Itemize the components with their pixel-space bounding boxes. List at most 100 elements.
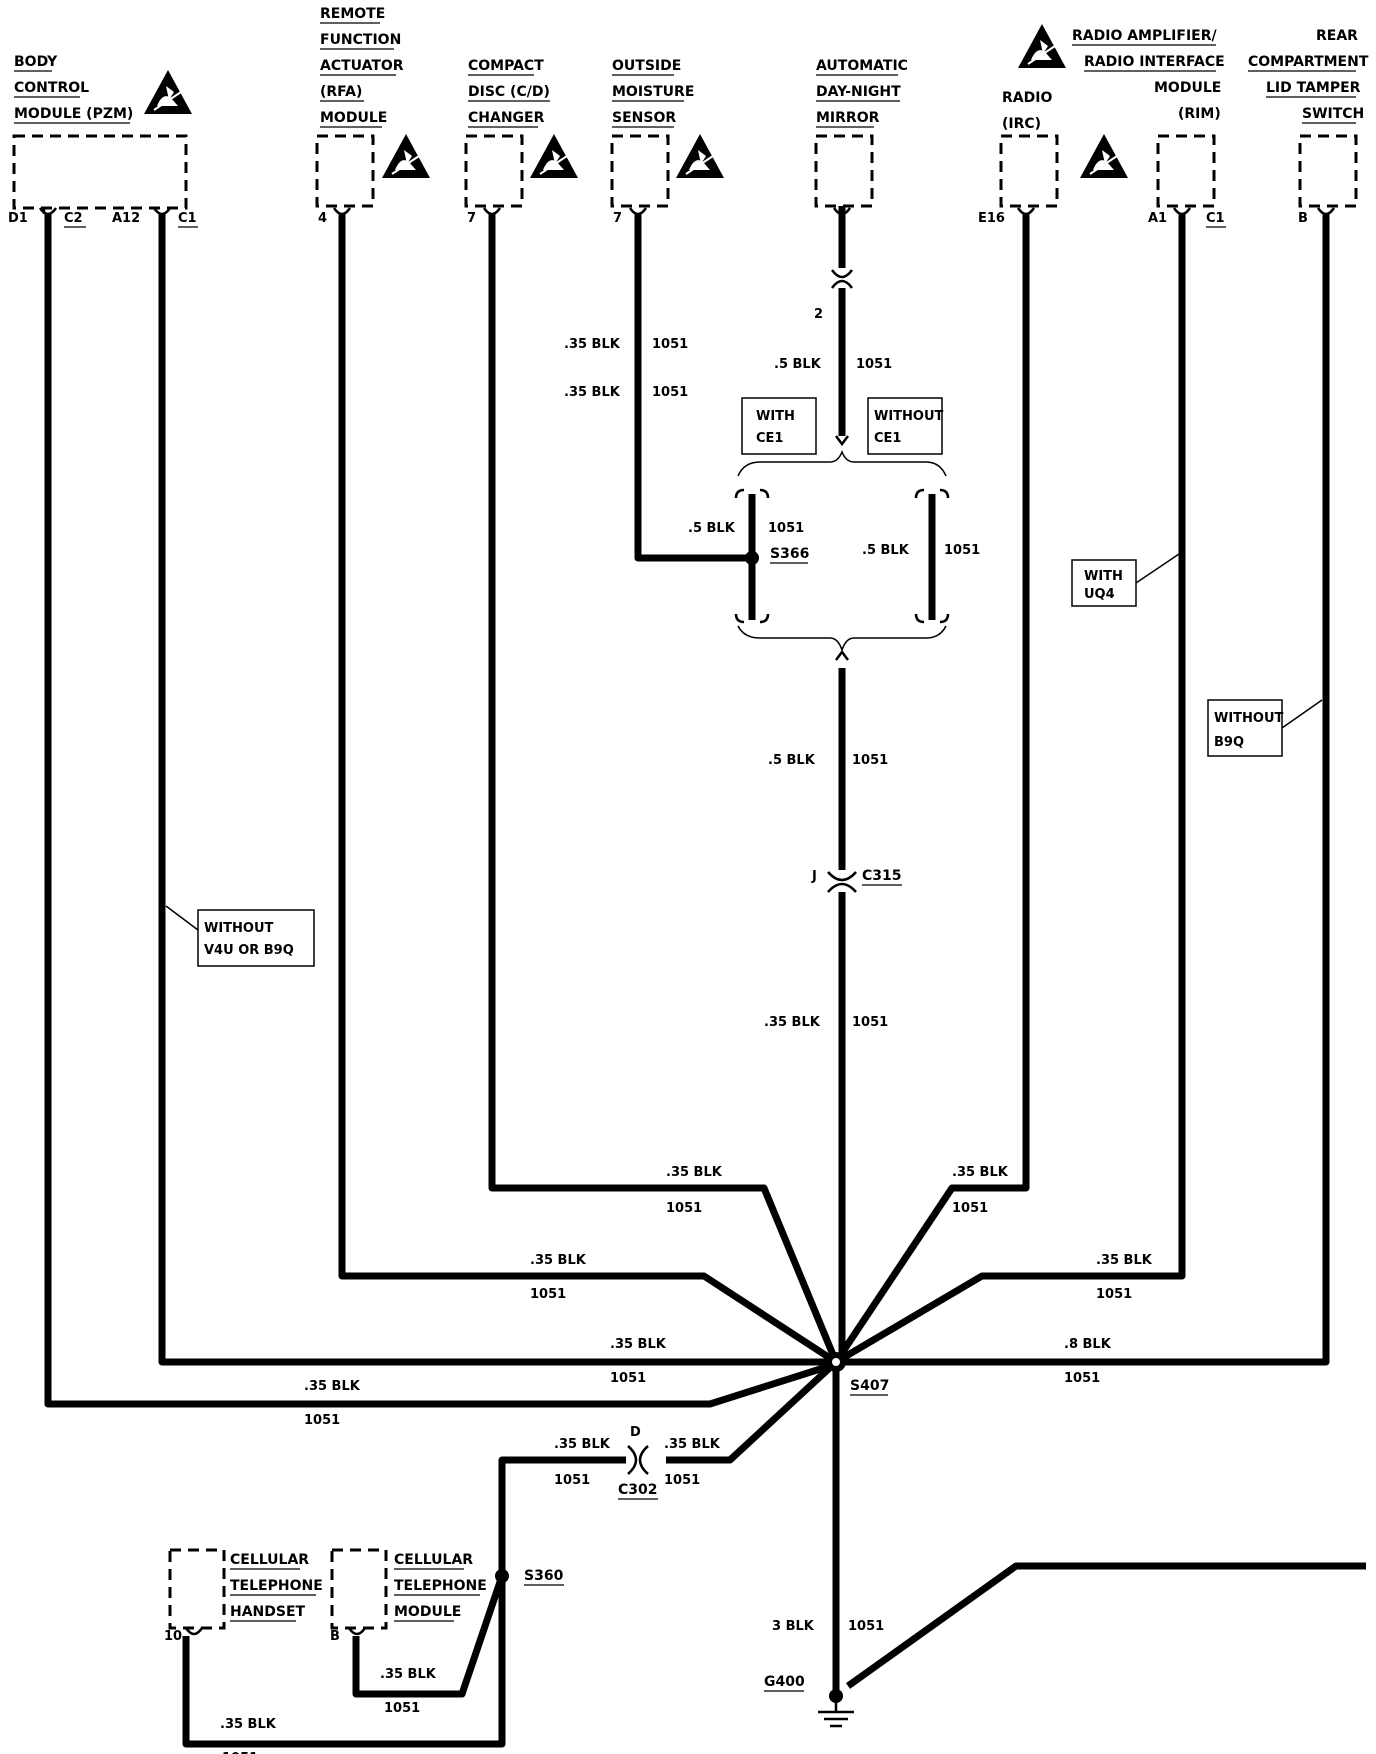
- splice-s366-dot: [745, 551, 759, 565]
- mirror-connector: [830, 269, 854, 289]
- option-brace-top: [737, 449, 947, 477]
- wire-size-label: .35 BLK: [952, 1165, 1009, 1180]
- circuit-label: 1051: [664, 1473, 700, 1488]
- amp-label-line: RADIO INTERFACE: [1084, 54, 1225, 70]
- option-without-b9q-box: [1207, 699, 1283, 757]
- cd-changer-box: [464, 134, 524, 208]
- tamper-label-line: SWITCH: [1302, 106, 1364, 122]
- wire-size-label: .35 BLK: [564, 385, 621, 400]
- wire-radio: [833, 214, 1030, 1364]
- circuit-label: 1051: [304, 1413, 340, 1428]
- circuit-label: 1051: [848, 1619, 884, 1634]
- wire-cd-changer: [488, 214, 840, 1364]
- pin-label: B: [1298, 211, 1308, 226]
- pin-label: A1: [1148, 211, 1167, 226]
- wire-moisture-sensor: [634, 214, 752, 562]
- wire-size-label: .35 BLK: [554, 1437, 611, 1452]
- moisture-sensor-box: [610, 134, 670, 208]
- cellmod-label-line: MODULE: [394, 1604, 461, 1620]
- amplifier-module-box: [1156, 134, 1216, 208]
- option-text: CE1: [756, 431, 783, 446]
- fork-arrow-top: [835, 435, 849, 447]
- wire-size-label: .35 BLK: [564, 337, 621, 352]
- circuit-label: 1051: [652, 385, 688, 400]
- c302-connector: [627, 1445, 649, 1475]
- fork-arrow-bottom: [835, 649, 849, 661]
- option-without-v4u-box: [197, 909, 315, 967]
- wire-size-label: .35 BLK: [530, 1253, 587, 1268]
- pin-label: A12: [112, 211, 140, 226]
- handset-label-line: CELLULAR: [230, 1552, 309, 1568]
- option-without-b9q-leader: [1281, 699, 1323, 729]
- esd-warning-icon: [143, 69, 193, 115]
- c315-connector: [827, 871, 857, 893]
- wire-size-label: .35 BLK: [304, 1379, 361, 1394]
- wire-size-label: .35 BLK: [610, 1337, 667, 1352]
- circuit-label: 1051: [222, 1751, 258, 1754]
- pin-label: D1: [8, 211, 28, 226]
- wire-size-label: .35 BLK: [380, 1667, 437, 1682]
- tamper-label-line: COMPARTMENT: [1248, 54, 1369, 70]
- pin-label: C1: [178, 211, 197, 226]
- handset-label-line: TELEPHONE: [230, 1578, 323, 1594]
- circuit-label: 1051: [944, 543, 980, 558]
- rfa-label-line: FUNCTION: [320, 32, 401, 48]
- wire-ground-continuation: [845, 1562, 1366, 1689]
- rfa-module-box: [315, 134, 375, 208]
- circuit-label: 1051: [852, 1015, 888, 1030]
- pin-label: D: [630, 1425, 641, 1440]
- option-text: WITHOUT: [1214, 711, 1284, 726]
- option-text: WITHOUT: [874, 409, 944, 424]
- wire-size-label: .5 BLK: [774, 357, 822, 372]
- wire-tamper-switch: [836, 214, 1330, 1366]
- option-text: WITH: [756, 409, 795, 424]
- cd-label-line: COMPACT: [468, 58, 544, 74]
- cellular-handset-box: [168, 1548, 226, 1630]
- tamper-switch-box: [1298, 134, 1358, 208]
- esd-warning-icon: [381, 133, 431, 179]
- pin-label: E16: [978, 211, 1005, 226]
- pin-label: 10: [164, 1629, 182, 1644]
- pin-label: B: [330, 1629, 340, 1644]
- option-with-ce1-box: [741, 397, 817, 455]
- option-without-v4u-leader: [165, 905, 199, 931]
- cd-label-line: CHANGER: [468, 110, 545, 126]
- mirror-label-line: MIRROR: [816, 110, 880, 126]
- option-text: WITHOUT: [204, 921, 274, 936]
- circuit-label: 1051: [1096, 1287, 1132, 1302]
- mirror-label-line: AUTOMATIC: [816, 58, 908, 74]
- amp-label-line: RADIO AMPLIFIER/: [1072, 28, 1217, 44]
- mirror-label-line: DAY-NIGHT: [816, 84, 901, 100]
- circuit-label: 1051: [856, 357, 892, 372]
- circuit-label: 1051: [384, 1701, 420, 1716]
- circuit-label: 1051: [610, 1371, 646, 1386]
- option-text: CE1: [874, 431, 901, 446]
- esd-warning-icon: [529, 133, 579, 179]
- wire-bcm-c1: [158, 214, 836, 1366]
- option-text: V4U OR B9Q: [204, 943, 294, 958]
- connector-c302-label: C302: [618, 1482, 658, 1498]
- option-brace-bottom: [737, 625, 947, 653]
- option-with-uq4-leader: [1135, 551, 1183, 584]
- tamper-label-line: REAR: [1316, 28, 1358, 44]
- wire-labels: .35 BLK 1051 .35 BLK 1051 .5 BLK 1051 .5…: [220, 337, 1153, 1754]
- esd-warning-icon: [1017, 23, 1067, 69]
- splice-s360-label: S360: [524, 1568, 564, 1584]
- wire-size-label: .35 BLK: [666, 1165, 723, 1180]
- splice-s407-label: S407: [850, 1378, 889, 1394]
- wire-cellular-handset: [182, 1456, 626, 1748]
- wire-size-label: .35 BLK: [1096, 1253, 1153, 1268]
- oms-label-line: MOISTURE: [612, 84, 694, 100]
- wire-cellular-module: [352, 1574, 506, 1698]
- option-text: B9Q: [1214, 735, 1244, 750]
- circuit-label: 1051: [554, 1473, 590, 1488]
- circuit-label: 1051: [652, 337, 688, 352]
- wire-size-label: .8 BLK: [1064, 1337, 1112, 1352]
- wire-size-label: .35 BLK: [664, 1437, 721, 1452]
- wire-rfa: [338, 214, 838, 1365]
- rfa-label-line: ACTUATOR: [320, 58, 404, 74]
- radio-label-line: RADIO: [1002, 90, 1052, 106]
- bcm-label-line: MODULE (PZM): [14, 106, 133, 122]
- radio-box: [999, 134, 1059, 208]
